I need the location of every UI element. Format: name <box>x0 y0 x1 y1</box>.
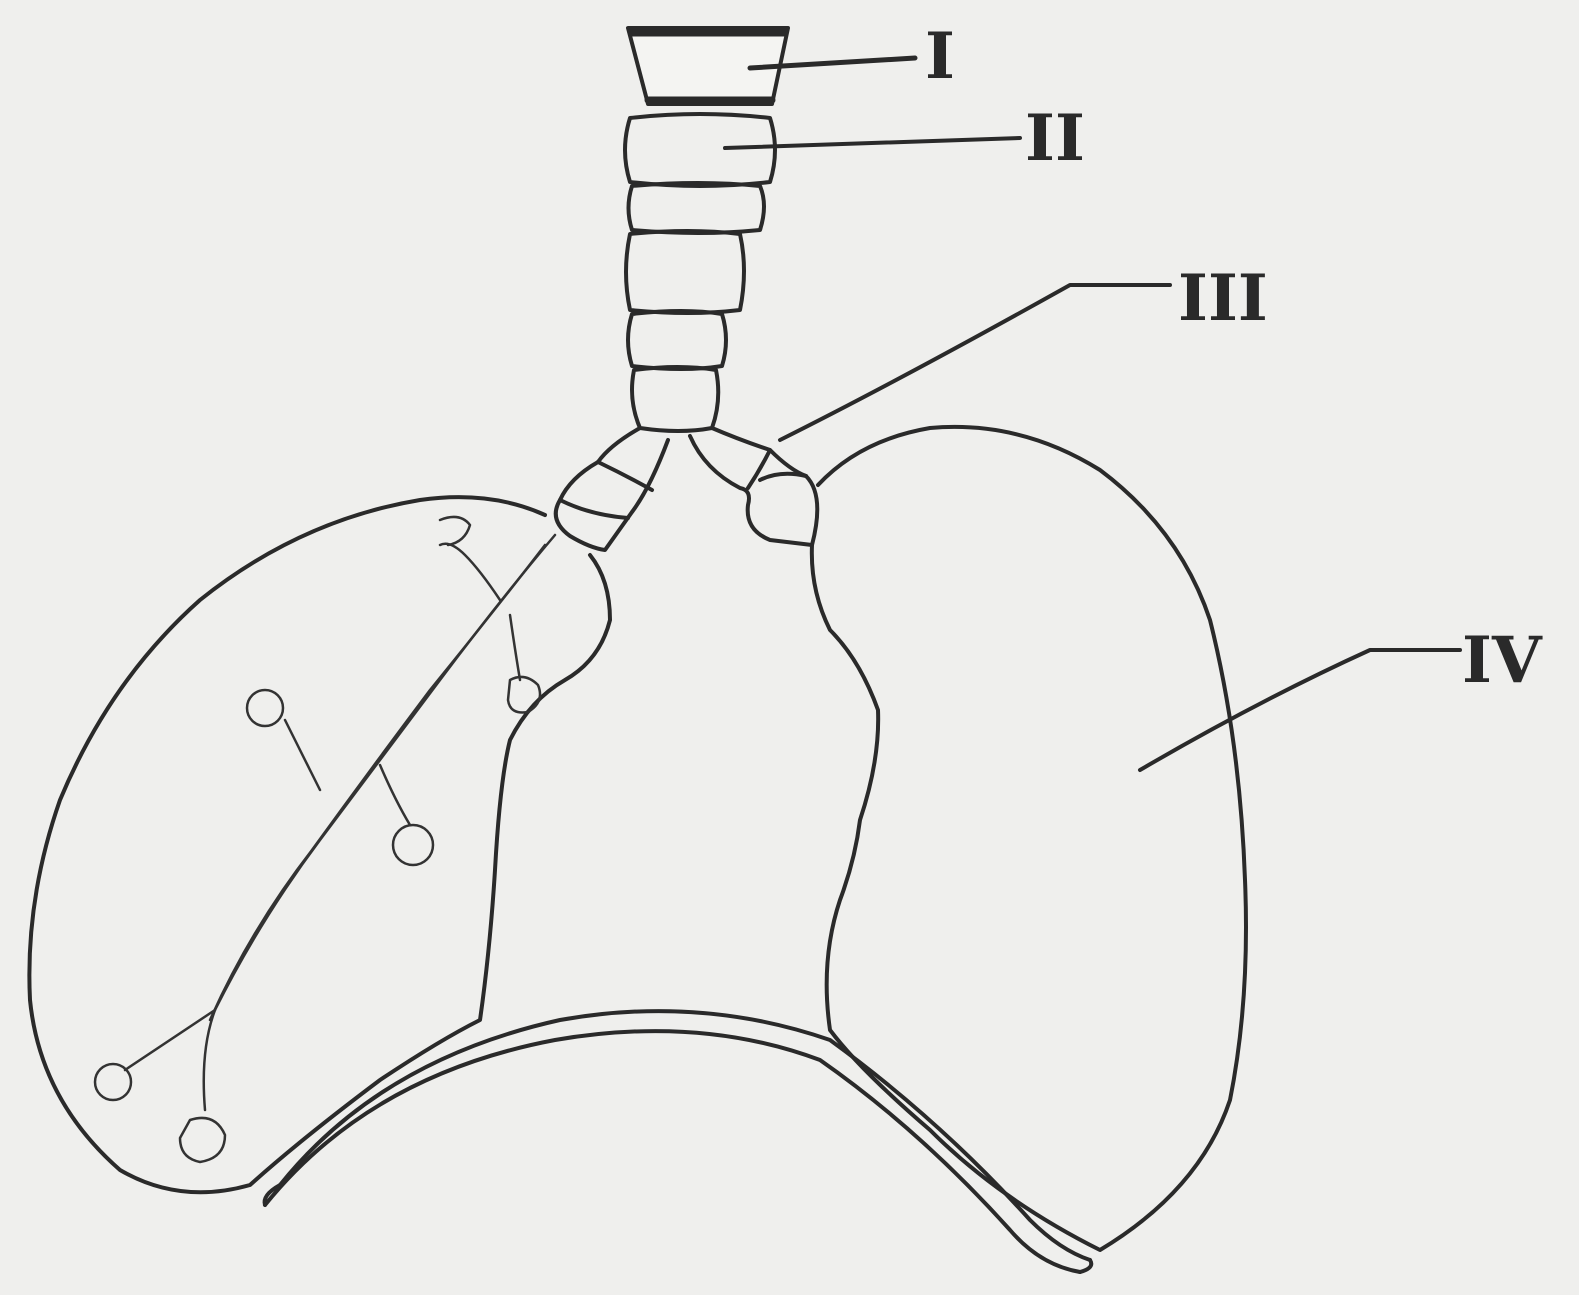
lung-right <box>812 427 1246 1250</box>
lung-left <box>29 497 610 1192</box>
label-ii: II <box>1025 101 1085 176</box>
label-iv: IV <box>1462 623 1543 698</box>
leader-line-iv <box>1140 650 1460 770</box>
bronchi <box>556 428 818 550</box>
label-i: I <box>925 19 955 94</box>
leader-line-ii <box>725 138 1020 148</box>
label-iii: III <box>1178 261 1268 336</box>
leader-line-iii <box>780 285 1170 440</box>
trachea <box>625 114 775 431</box>
diaphragm <box>265 1011 1092 1272</box>
leader-lines <box>725 58 1460 770</box>
